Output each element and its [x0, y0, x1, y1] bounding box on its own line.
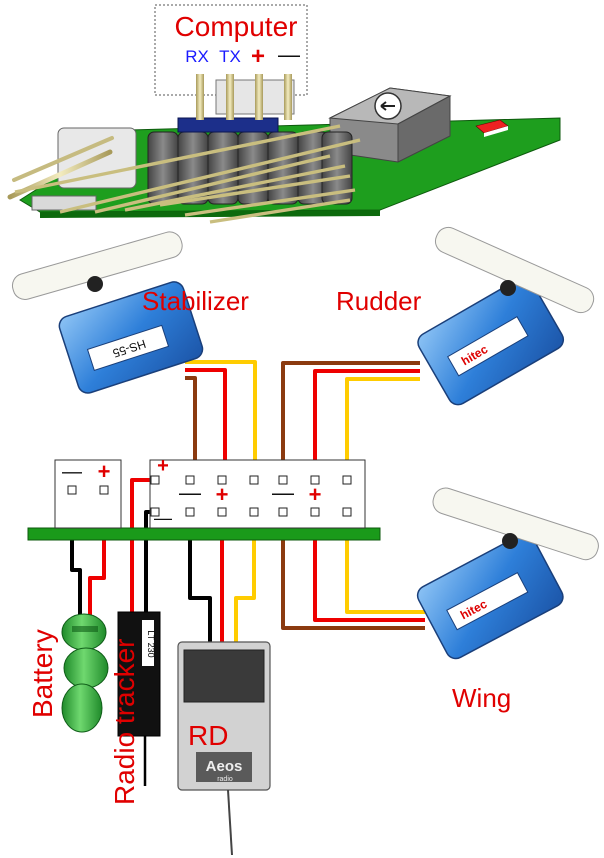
stabilizer-yellow-wire: [185, 360, 257, 470]
wing-brown-wire: [281, 520, 425, 630]
regulator-block: [328, 87, 452, 163]
servo-minus-mark-2: —: [272, 480, 294, 505]
label-rudder: Rudder: [336, 286, 422, 316]
radio-tracker-code: LT 230: [146, 630, 156, 657]
stabilizer-servo: HS-55: [11, 231, 204, 394]
battery-header-plus: +: [98, 459, 111, 484]
stabilizer-servo-horn: [11, 231, 183, 300]
label-battery: Battery: [27, 629, 58, 718]
distribution-pcb: [27, 527, 381, 541]
computer-pin-tx: TX: [219, 47, 241, 66]
battery-pack: [61, 613, 109, 733]
wing-yellow-wire: [345, 520, 425, 614]
rudder-servo: hitec: [417, 226, 595, 406]
rd-receiver-device: Aeos radio: [177, 641, 271, 856]
computer-pin-minus: —: [278, 42, 300, 67]
tracker-red-wire: [130, 478, 155, 615]
wires: [70, 360, 425, 645]
servo-minus-mark-1: —: [179, 480, 201, 505]
servo-socket-row: [14, 124, 361, 224]
wing-servo: hitec: [416, 487, 599, 660]
radio-tracker-device: LT 230: [117, 611, 161, 786]
connector-board-illustration: Computer RX TX + —: [7, 4, 561, 224]
computer-pin-rx: RX: [185, 47, 209, 66]
tracker-plus-mark: +: [157, 455, 169, 477]
pcb-board-edge: [40, 210, 380, 218]
servo-header: + — — + — +: [149, 455, 366, 529]
rd-yellow-wire: [234, 520, 256, 645]
label-rd: RD: [188, 720, 228, 751]
rudder-red-wire: [313, 369, 420, 470]
rudder-brown-wire: [281, 361, 420, 470]
computer-header: [177, 74, 295, 133]
stabilizer-brown-wire: [185, 376, 197, 470]
computer-title: Computer: [175, 11, 298, 42]
rd-black-wire: [188, 520, 212, 645]
label-stabilizer: Stabilizer: [142, 286, 249, 316]
servo-plus-mark-1: +: [216, 482, 229, 507]
battery-header-minus: —: [62, 461, 82, 483]
rd-antenna: [227, 789, 233, 856]
label-wing: Wing: [452, 683, 511, 713]
battery-plus-pin: [99, 485, 109, 495]
battery-minus-pin: [67, 485, 77, 495]
wing-red-wire: [313, 520, 425, 622]
stabilizer-red-wire: [185, 368, 227, 470]
servo-plus-mark-2: +: [309, 482, 322, 507]
rd-receiver-brand: Aeos: [206, 758, 243, 775]
rudder-yellow-wire: [345, 377, 420, 470]
battery-header: — +: [54, 459, 122, 529]
label-radio-tracker: Radio tracker: [109, 638, 140, 805]
computer-pin-plus: +: [251, 43, 265, 70]
rd-receiver-sub: radio: [217, 776, 233, 783]
